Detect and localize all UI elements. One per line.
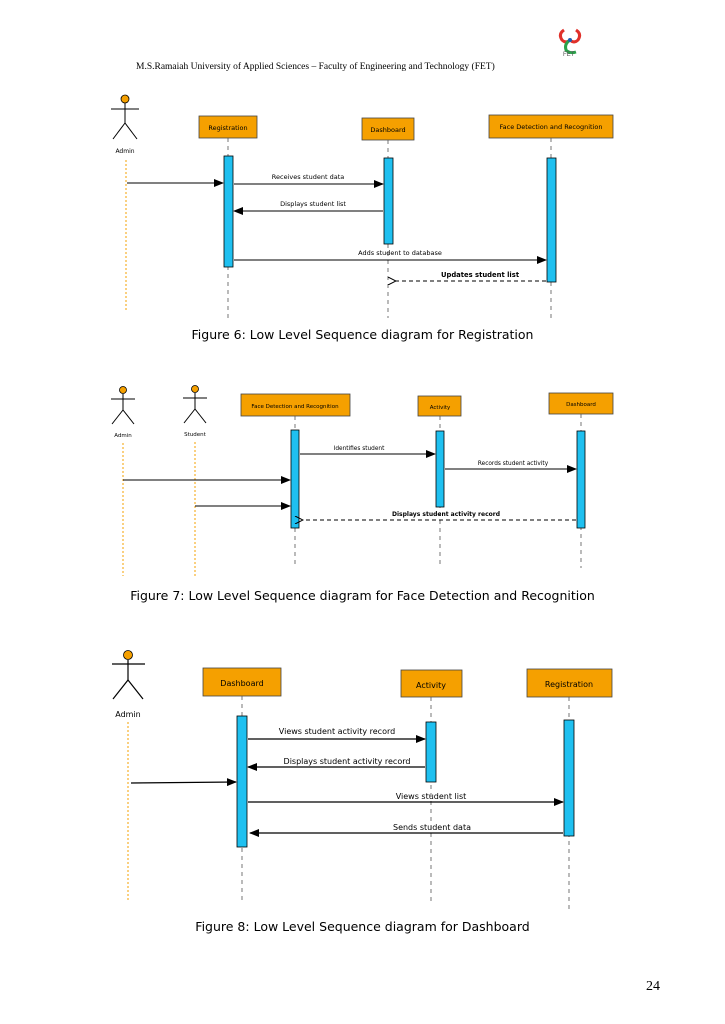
message-views-student-activity-record: Views student activity record — [279, 727, 395, 736]
message-receives-student-data: Receives student data — [272, 173, 344, 181]
actor-student-icon — [183, 385, 207, 424]
lifeline-dashboard: Dashboard — [370, 126, 405, 134]
lifeline-face-detection: Face Detection and Recognition — [500, 123, 603, 131]
message-adds-student: Adds student to database — [358, 249, 442, 257]
university-logo-icon — [558, 28, 582, 55]
message-updates-student-list: Updates student list — [441, 271, 520, 279]
lifeline-dashboard: Dashboard — [220, 679, 263, 688]
message-views-student-list: Views student list — [396, 792, 467, 801]
actor-admin-label: Admin — [115, 148, 134, 155]
message-displays-student-activity-record: Displays student activity record — [392, 511, 500, 518]
message-sends-student-data: Sends student data — [393, 823, 471, 832]
actor-admin-icon — [111, 386, 135, 425]
message-displays-student-list: Displays student list — [280, 200, 346, 208]
lifeline-dashboard: Dashboard — [566, 402, 596, 408]
figure-7-caption: Figure 7: Low Level Sequence diagram for… — [130, 588, 595, 603]
message-records-student-activity: Records student activity — [478, 461, 549, 467]
lifeline-activity: Activity — [416, 681, 446, 690]
figure-6-diagram: Admin Registration Dashboard Face Detect… — [111, 94, 614, 318]
lifeline-activity: Activity — [430, 405, 451, 411]
figure-6-caption: Figure 6: Low Level Sequence diagram for… — [191, 327, 534, 342]
logo-label: FET — [563, 52, 575, 58]
lifeline-registration: Registration — [208, 124, 247, 132]
figure-7-diagram: Admin Student Face Detection and Recogni… — [111, 385, 614, 576]
figure-8-caption: Figure 8: Low Level Sequence diagram for… — [195, 919, 530, 934]
page-header: M.S.Ramaiah University of Applied Scienc… — [136, 62, 495, 72]
actor-admin-icon — [111, 94, 139, 140]
actor-admin-icon — [112, 650, 145, 700]
message-identifies-student: Identifies student — [334, 446, 385, 452]
lifeline-registration: Registration — [545, 680, 593, 689]
message-displays-student-activity-record: Displays student activity record — [284, 757, 411, 766]
page-number: 24 — [646, 979, 660, 994]
actor-admin-label: Admin — [115, 710, 141, 719]
actor-student-label: Student — [184, 432, 206, 438]
figure-8-diagram: Admin Dashboard Activity Registration Vi… — [112, 650, 613, 910]
lifeline-face-detection: Face Detection and Recognition — [251, 404, 339, 410]
actor-admin-label: Admin — [114, 433, 132, 439]
